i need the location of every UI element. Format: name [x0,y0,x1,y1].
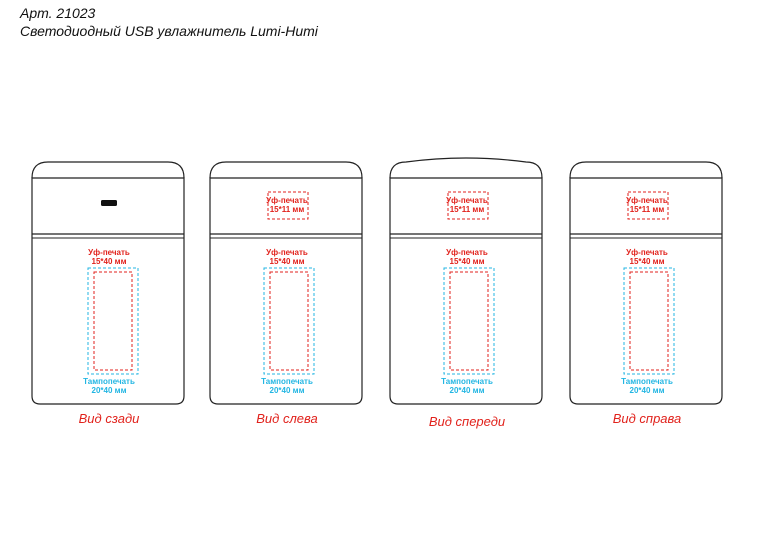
uv-print-zone [449,271,489,371]
uv-top-print-zone [267,191,309,220]
device-outline-back [31,161,185,405]
device-outline-left [209,161,363,405]
usb-port [101,200,117,206]
uv-top-print-zone [627,191,669,220]
uv-print-zone [629,271,669,371]
pad-print-zone [623,267,675,375]
device-outline-front [389,157,543,405]
pad-print-zone [87,267,139,375]
caption-left: Вид слева [256,411,318,426]
pad-print-zone [443,267,495,375]
pad-print-zone [263,267,315,375]
article-number: Арт. 21023 [20,5,96,21]
uv-print-zone [269,271,309,371]
caption-back: Вид сзади [78,411,140,426]
uv-print-zone [93,271,133,371]
device-outline-right [569,161,723,405]
product-name: Светодиодный USB увлажнитель Lumi-Humi [20,23,318,39]
uv-top-print-zone [447,191,489,220]
caption-right: Вид справа [612,411,682,426]
caption-front: Вид спереди [428,414,506,429]
